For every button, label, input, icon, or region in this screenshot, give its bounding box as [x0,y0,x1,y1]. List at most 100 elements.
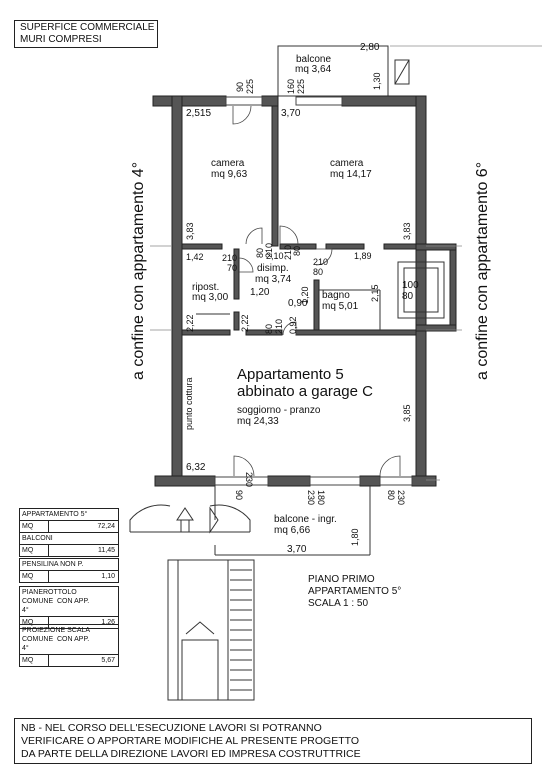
title-line-2: MURI COMPRESI [20,34,102,45]
plan-info-1: PIANO PRIMO [308,574,375,585]
top-balcony [277,45,542,97]
camera2-name: camera [330,158,364,169]
dim-6-32: 6,32 [186,462,206,473]
dim-210d: 210 [313,257,329,267]
dim-225a: 225 [245,79,255,94]
punto-cottura-label: punto cottura [184,377,194,430]
dim-1-42: 1,42 [186,252,204,262]
dim-1-20b: 1,20 [300,286,310,304]
note-line-2: VERIFICARE O APPORTARE MODIFICHE AL PRES… [21,735,360,747]
ripost-area: mq 3,00 [192,292,229,303]
summary-unit: MQ [20,571,49,582]
dim-100: 100 [402,280,419,291]
summary-value: 1,26 [101,619,115,626]
dim-1-89: 1,89 [354,251,372,261]
dim-2-10: 2,10 [266,251,284,261]
balcone-top-name: balcone [296,54,332,65]
summary-value: 1,10 [101,573,115,580]
dim-80c: 80 [313,267,324,277]
entry-balcony [214,486,371,556]
camera1-name: camera [211,158,245,169]
dim-3-70b: 3,70 [287,544,307,555]
dim-2-515: 2,515 [186,108,212,119]
dim-90b: 90 [234,490,244,500]
title-box: SUPERFICE COMMERCIALE MURI COMPRESI [14,20,158,48]
balcone-top-area: mq 3,64 [295,64,332,75]
windows [214,96,413,486]
summary-value: 11,45 [98,547,115,554]
bagno-name: bagno [322,290,350,301]
dim-210a: 210 [264,243,274,258]
note-box: NB - NEL CORSO DELL'ESECUZIONE LAVORI SI… [14,718,532,764]
soggiorno-name: soggiorno - pranzo [237,405,321,416]
dim-2-22b: 2,22 [240,314,250,332]
entrance-doors [129,504,251,534]
apartment-title-1: Appartamento 5 [237,366,344,383]
dim-160: 160 [286,79,296,94]
shower-box [397,261,445,319]
dim-230a: 230 [244,472,254,487]
dim-1-80: 1,80 [350,528,360,546]
summary-head: APPARTAMENTO 5° [20,509,118,521]
plan-info-3: SCALA 1 : 50 [308,598,369,609]
door-swings [232,105,401,477]
note-line-1: NB - NEL CORSO DELL'ESECUZIONE LAVORI SI… [21,722,322,734]
dim-210b: 210 [283,245,293,260]
summary-unit: MQ [20,521,49,532]
apartment-title-2: abbinato a garage C [237,383,373,400]
dim-80f: 80 [386,490,396,500]
balcone-ingr-area: mq 6,66 [274,525,311,536]
disimp-name: disimp. [257,263,289,274]
ripost-name: ripost. [192,282,220,293]
summary-table-pianerottolo: PIANEROTTOLO COMUNE CON APP. 4° MQ 1,26 [19,586,119,629]
summary-table-pensilina: PENSILINA NON P. MQ 1,10 [19,558,119,583]
boundary-lines [150,245,462,481]
bath-lines [196,289,381,330]
summary-table-apartment: APPARTAMENTO 5° MQ 72,24 [19,508,119,533]
summary-value: 5,67 [101,657,115,664]
camera2-area: mq 14,17 [330,169,372,180]
dim-3-85: 3,85 [402,404,412,422]
dim-1-30: 1,30 [372,72,382,90]
dim-90a: 90 [235,82,245,92]
camera1-area: mq 9,63 [211,169,248,180]
dim-70: 70 [227,263,238,273]
summary-unit: MQ [20,617,49,628]
soggiorno-area: mq 24,33 [237,416,279,427]
bagno-area: mq 5,01 [322,301,359,312]
summary-table-balconi: BALCONI MQ 11,45 [19,532,119,557]
summary-head: PROIEZIONE SCALA COMUNE CON APP. 4° [20,625,118,655]
dim-80e: 80 [264,324,274,334]
summary-head: BALCONI [20,533,118,545]
disimp-area: mq 3,74 [255,274,292,285]
dim-80d: 80 [402,291,414,302]
dim-3-83a: 3,83 [185,222,195,240]
dim-3-70a: 3,70 [281,108,301,119]
summary-head: PENSILINA NON P. [20,559,118,571]
summary-head: PIANEROTTOLO COMUNE CON APP. 4° [20,587,118,617]
summary-unit: MQ [20,655,49,666]
dim-2-80: 2,80 [360,42,380,53]
dim-0-90: 0,90 [288,298,308,309]
dim-0-92: 0,92 [288,316,298,334]
plan-info-2: APPARTAMENTO 5° [308,586,402,597]
dim-1-20a: 1,20 [250,287,270,298]
side-label-right: a confine con appartamento 6° [474,162,491,380]
balcone-ingr-name: balcone - ingr. [274,514,337,525]
dim-230c: 230 [396,490,406,505]
staircase [167,559,255,701]
summary-value: 72,24 [97,523,115,530]
note-line-3: DA PARTE DELLA DIREZIONE LAVORI ED IMPRE… [21,748,361,760]
dim-3-83b: 3,83 [402,222,412,240]
side-label-left: a confine con appartamento 4° [130,162,147,380]
dim-80a: 80 [255,248,265,258]
dim-225b: 225 [296,79,306,94]
dim-2-15: 2,15 [370,284,380,302]
dim-180: 180 [316,490,326,505]
title-line-1: SUPERFICE COMMERCIALE [20,22,155,33]
summary-table-proiezione: PROIEZIONE SCALA COMUNE CON APP. 4° MQ 5,… [19,624,119,667]
summary-unit: MQ [20,545,49,556]
dim-80b: 80 [292,246,302,256]
dim-210c: 210 [222,253,238,263]
